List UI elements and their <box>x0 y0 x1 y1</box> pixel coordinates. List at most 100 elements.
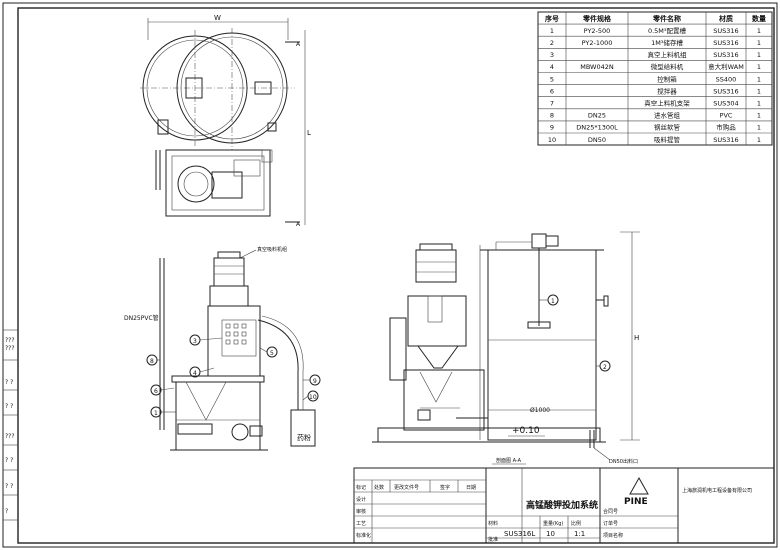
parts-table-cell: 3 <box>550 51 554 59</box>
parts-table-cell: SUS316 <box>713 87 738 95</box>
callout-10: 10 <box>309 394 317 401</box>
section-view: H +0.10 Ø100 <box>372 231 640 465</box>
powder-sack <box>290 409 316 447</box>
margin-text-6: ? ? <box>5 483 13 490</box>
dim-w: W <box>214 14 221 22</box>
tb-label-7: 工艺 <box>356 521 366 527</box>
left-margin-strip: ??? ??? ? ? ? ? ??? ? ? ? ? ? <box>3 329 18 521</box>
parts-table-cell: 8 <box>550 112 554 120</box>
weight-unit: 重量(Kg) <box>543 520 563 527</box>
margin-text-5: ? ? <box>5 457 13 464</box>
parts-table-cell: 1 <box>757 112 761 120</box>
dim-l: L <box>307 129 311 137</box>
level-mark: +0.10 <box>512 426 540 436</box>
parts-table-cell: 进水管组 <box>654 111 681 120</box>
tb-label-1: 处数 <box>374 484 384 491</box>
parts-table-cell: 1 <box>757 51 761 59</box>
parts-table-cell: PY2-500 <box>584 27 611 35</box>
tb-label-0: 标记 <box>356 484 366 491</box>
parts-table-cell: SS400 <box>716 75 737 83</box>
parts-table-cell: SUS316 <box>713 27 738 35</box>
company-logo-icon <box>629 476 649 495</box>
section-a-top: A <box>296 41 301 48</box>
parts-table-cell: DN50 <box>588 136 606 144</box>
right-label-0: 合同号 <box>603 508 618 515</box>
callout-3: 3 <box>193 338 197 345</box>
title-block: 标记 处数 更改文件号 签字 日期 设计 审核 工艺 标准化 批准 高锰酸钾投加… <box>353 467 775 544</box>
diameter-mark: Ø1000 <box>530 407 550 414</box>
logo-text: PINE <box>624 497 648 507</box>
parts-table-cell: SUS316 <box>713 136 738 144</box>
top-note: 真空吸料机组 <box>257 246 287 253</box>
parts-table-header-cell: 零件规格 <box>582 14 612 23</box>
parts-table-header-cell: 零件名称 <box>652 14 681 23</box>
parts-table-cell: 微型给料机 <box>651 62 684 71</box>
margin-text-2: ? ? <box>5 379 13 386</box>
outlet-label: DN50出料口 <box>609 458 638 465</box>
tb-label-8: 标准化 <box>356 532 371 539</box>
tb-label-4: 日期 <box>466 485 476 491</box>
parts-table-cell: 1 <box>757 124 761 132</box>
callout-4: 4 <box>193 370 197 377</box>
tb-label-9: 批准 <box>488 536 498 543</box>
margin-text-7: ? <box>5 508 8 515</box>
parts-table-cell: 钢丝软管 <box>654 123 681 132</box>
callout-9: 9 <box>313 378 317 385</box>
parts-table-cell: PY2-1000 <box>582 39 613 47</box>
margin-text-0: ??? <box>5 337 15 344</box>
parts-table-cell: 1 <box>757 63 761 71</box>
dim-h: H <box>634 334 639 342</box>
parts-table-cell: DN25 <box>588 112 606 120</box>
parts-table-cell: 1 <box>757 39 761 47</box>
parts-table-cell: 1 <box>757 87 761 95</box>
section-a-bottom: A <box>296 221 301 228</box>
parts-table-cell: 4 <box>550 63 554 71</box>
parts-table-cell: 控制箱 <box>657 74 677 83</box>
sack-label: 药粉 <box>297 433 311 442</box>
tb-label-6: 审核 <box>356 508 366 515</box>
parts-table-cell: 吸料提管 <box>654 135 681 144</box>
parts-table-cell: 6 <box>550 87 554 95</box>
parts-table-cell: 0.5M³配置槽 <box>648 26 687 35</box>
section-view-label: 剖面图 A-A <box>496 457 522 464</box>
parts-table-header-cell: 材质 <box>718 14 733 23</box>
parts-table-cell: 10 <box>548 136 556 144</box>
parts-table-cell: 搅拌器 <box>657 86 677 95</box>
material-label: 材料 <box>488 520 498 527</box>
parts-table-header-cell: 序号 <box>544 14 559 23</box>
margin-text-3: ? ? <box>5 403 13 410</box>
callout-right-1: 1 <box>551 298 555 305</box>
parts-table-cell: 1 <box>550 27 554 35</box>
parts-table-cell: DN25*1300L <box>576 124 618 132</box>
right-label-1: 订单号 <box>603 520 618 527</box>
front-view: 真空吸料机组 DN25PVC管 <box>124 246 321 451</box>
parts-table-cell: 1M³储存槽 <box>651 38 683 47</box>
material-value: SUS316L <box>504 530 535 538</box>
scale-value: 1:1 <box>574 530 585 538</box>
callout-8: 8 <box>150 358 154 365</box>
callout-6: 6 <box>154 388 158 395</box>
tb-label-5: 设计 <box>356 496 366 503</box>
margin-text-1: ??? <box>5 345 15 352</box>
parts-table-cell: 1 <box>757 136 761 144</box>
tb-label-2: 更改文件号 <box>394 484 419 491</box>
parts-table-cell: SUS316 <box>713 39 738 47</box>
parts-table-cell: 1 <box>757 27 761 35</box>
parts-table-cell: SUS316 <box>713 51 738 59</box>
parts-table-cell: 市购品 <box>716 123 736 132</box>
right-label-2: 项目名称 <box>603 532 623 539</box>
parts-table-cell: 1 <box>757 100 761 108</box>
callout-1: 1 <box>154 410 158 417</box>
pipe-label: DN25PVC管 <box>124 314 159 322</box>
parts-table-cell: 真空上料机组 <box>648 50 688 59</box>
parts-table-cell: 5 <box>550 75 554 83</box>
callout-right-2: 2 <box>603 364 607 371</box>
top-view: W L A A <box>140 14 311 228</box>
parts-table-cell: 7 <box>550 100 554 108</box>
parts-table-cell: PVC <box>720 112 733 120</box>
company-name: 上海旅润机电工程设备有限公司 <box>682 487 752 494</box>
parts-table-cell: 真空上料机支架 <box>644 99 690 108</box>
